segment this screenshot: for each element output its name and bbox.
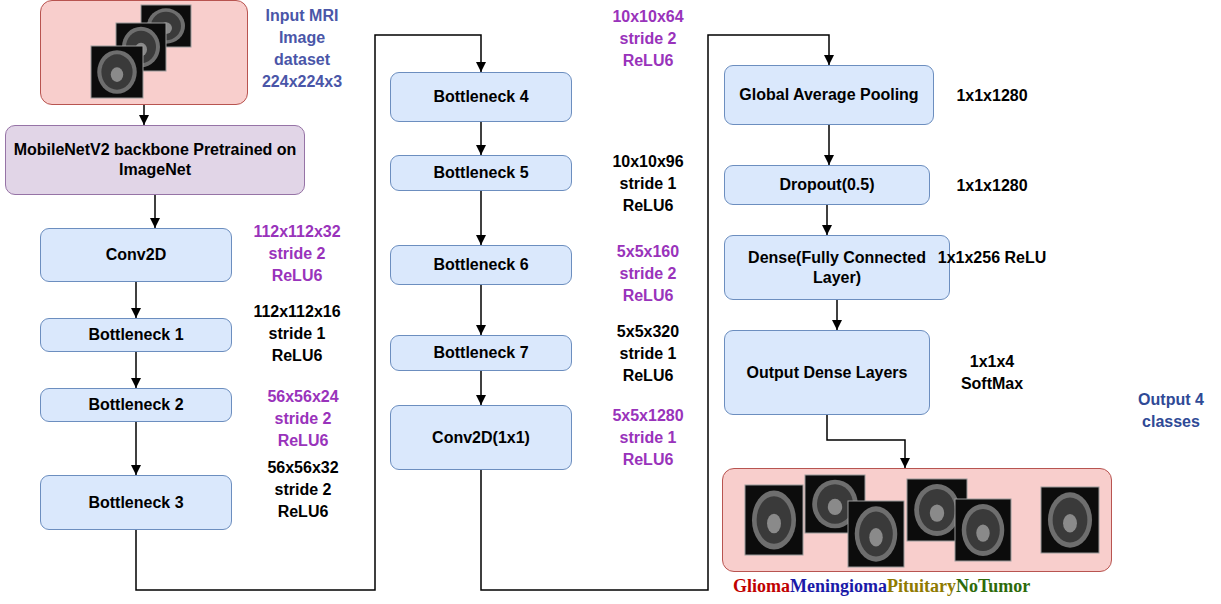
ventricle <box>828 499 842 515</box>
mri-slice <box>955 499 1011 561</box>
flow-arrow <box>480 371 482 405</box>
layer-spec: 112x112x32 stride 2 ReLU6 <box>241 221 353 287</box>
layer-name: Bottleneck 4 <box>429 87 532 107</box>
backbone-box: MobileNetV2 backbone Pretrained on Image… <box>5 125 305 195</box>
slice-frame <box>91 46 143 98</box>
layer-spec: 56x56x24 stride 2 ReLU6 <box>247 386 359 452</box>
class-label: Glioma <box>733 575 790 597</box>
flow-arrow <box>836 300 838 330</box>
flow-arrow <box>828 125 830 165</box>
brain <box>101 54 132 89</box>
flow-arrow <box>480 285 482 335</box>
layer-spec: 1x1x4 SoftMax <box>937 351 1047 395</box>
skull <box>752 491 796 550</box>
layer-name: Conv2D <box>102 245 170 265</box>
layer-name: Bottleneck 2 <box>84 395 187 415</box>
layer-name: Bottleneck 3 <box>84 493 187 513</box>
skull <box>855 506 898 561</box>
ventricle <box>767 514 781 534</box>
skull <box>962 504 1005 556</box>
layer-box: Bottleneck 356x56x32 stride 2 ReLU6 <box>40 475 232 530</box>
layer-box: Bottleneck 410x10x64 stride 2 ReLU6 <box>390 72 572 122</box>
slice-frame <box>955 499 1011 561</box>
mri-slice <box>1041 487 1099 553</box>
layer-spec: 56x56x32 stride 2 ReLU6 <box>247 457 359 523</box>
layer-box: Bottleneck 1112x112x16 stride 1 ReLU6 <box>40 318 232 352</box>
layer-box: Global Average Pooling1x1x1280 <box>724 65 934 125</box>
skull <box>914 484 960 536</box>
mri-illustration <box>723 469 1113 573</box>
flow-arrow <box>827 415 905 468</box>
layer-name: Bottleneck 7 <box>429 343 532 363</box>
layer-box: Bottleneck 256x56x24 stride 2 ReLU6 <box>40 388 232 422</box>
layer-spec: 5x5x1280 stride 1 ReLU6 <box>595 405 701 471</box>
layer-spec: 112x112x16 stride 1 ReLU6 <box>241 301 353 367</box>
brain <box>1053 498 1088 543</box>
image-panel: Output 4 classes <box>722 468 1112 572</box>
layer-spec: 10x10x64 stride 2 ReLU6 <box>595 6 701 72</box>
class-label: Meningioma <box>790 575 887 597</box>
layer-name: Conv2D(1x1) <box>428 428 534 448</box>
layer-spec: Input MRI Image dataset 224x224x3 <box>255 5 349 93</box>
layer-spec: 1x1x1280 <box>937 175 1047 197</box>
layer-name: Dense(Fully Connected Layer) <box>725 248 949 288</box>
mri-slice <box>848 501 904 567</box>
layer-spec: 1x1x1280 <box>937 85 1047 107</box>
layer-box: Bottleneck 65x5x160 stride 2 ReLU6 <box>390 245 572 285</box>
layer-name: Output Dense Layers <box>743 363 912 383</box>
layer-box: Dense(Fully Connected Layer)1x1x256 ReLU <box>724 235 950 300</box>
flow-arrow <box>154 195 156 228</box>
class-row: GliomaMeningiomaPituitaryNoTumor <box>733 575 1030 597</box>
layer-spec: 10x10x96 stride 1 ReLU6 <box>595 151 701 217</box>
ventricle <box>869 528 882 546</box>
brain <box>966 509 1000 551</box>
layer-box: Conv2D112x112x32 stride 2 ReLU6 <box>40 228 232 282</box>
flow-arrow <box>135 352 137 388</box>
class-label: Pituitary <box>887 575 956 597</box>
brain <box>919 489 955 531</box>
layer-name: Bottleneck 6 <box>429 255 532 275</box>
flow-arrow <box>135 422 137 475</box>
ventricle <box>1063 514 1077 532</box>
mri-slice <box>91 46 143 98</box>
slice-frame <box>1041 487 1099 553</box>
layer-spec: Output 4 classes <box>1129 389 1213 433</box>
layer-box: Output Dense Layers1x1x4 SoftMax <box>724 330 930 415</box>
layer-name: Bottleneck 5 <box>429 163 532 183</box>
layer-name: Bottleneck 1 <box>84 325 187 345</box>
flow-arrow <box>143 105 145 125</box>
layer-box: Bottleneck 75x5x320 stride 1 ReLU6 <box>390 335 572 371</box>
flow-arrow <box>480 191 482 245</box>
mri-illustration <box>41 1 249 106</box>
layer-spec: 5x5x320 stride 1 ReLU6 <box>595 321 701 387</box>
ventricle <box>976 524 989 541</box>
layer-name: MobileNetV2 backbone Pretrained on Image… <box>6 140 304 180</box>
class-label: NoTumor <box>956 575 1030 597</box>
layer-name: Global Average Pooling <box>735 85 922 105</box>
ventricle <box>111 67 123 82</box>
skull <box>97 50 137 94</box>
layer-box: Dropout(0.5)1x1x1280 <box>724 165 930 205</box>
slice-frame <box>745 485 803 555</box>
flow-arrow <box>826 205 828 235</box>
layer-name: Dropout(0.5) <box>775 175 878 195</box>
brain <box>757 496 792 544</box>
image-panel: Input MRI Image dataset 224x224x3 <box>40 0 248 105</box>
layer-spec: 5x5x160 stride 2 ReLU6 <box>595 241 701 307</box>
brain <box>859 512 893 557</box>
layer-box: Conv2D(1x1)5x5x1280 stride 1 ReLU6 <box>390 405 572 470</box>
ventricle <box>930 504 944 521</box>
flow-arrow <box>480 122 482 155</box>
layer-box: Bottleneck 510x10x96 stride 1 ReLU6 <box>390 155 572 191</box>
layer-spec: 1x1x256 ReLU <box>937 247 1047 269</box>
skull <box>1048 492 1092 547</box>
mri-slice <box>745 485 803 555</box>
flow-arrow <box>135 282 137 318</box>
slice-frame <box>848 501 904 567</box>
